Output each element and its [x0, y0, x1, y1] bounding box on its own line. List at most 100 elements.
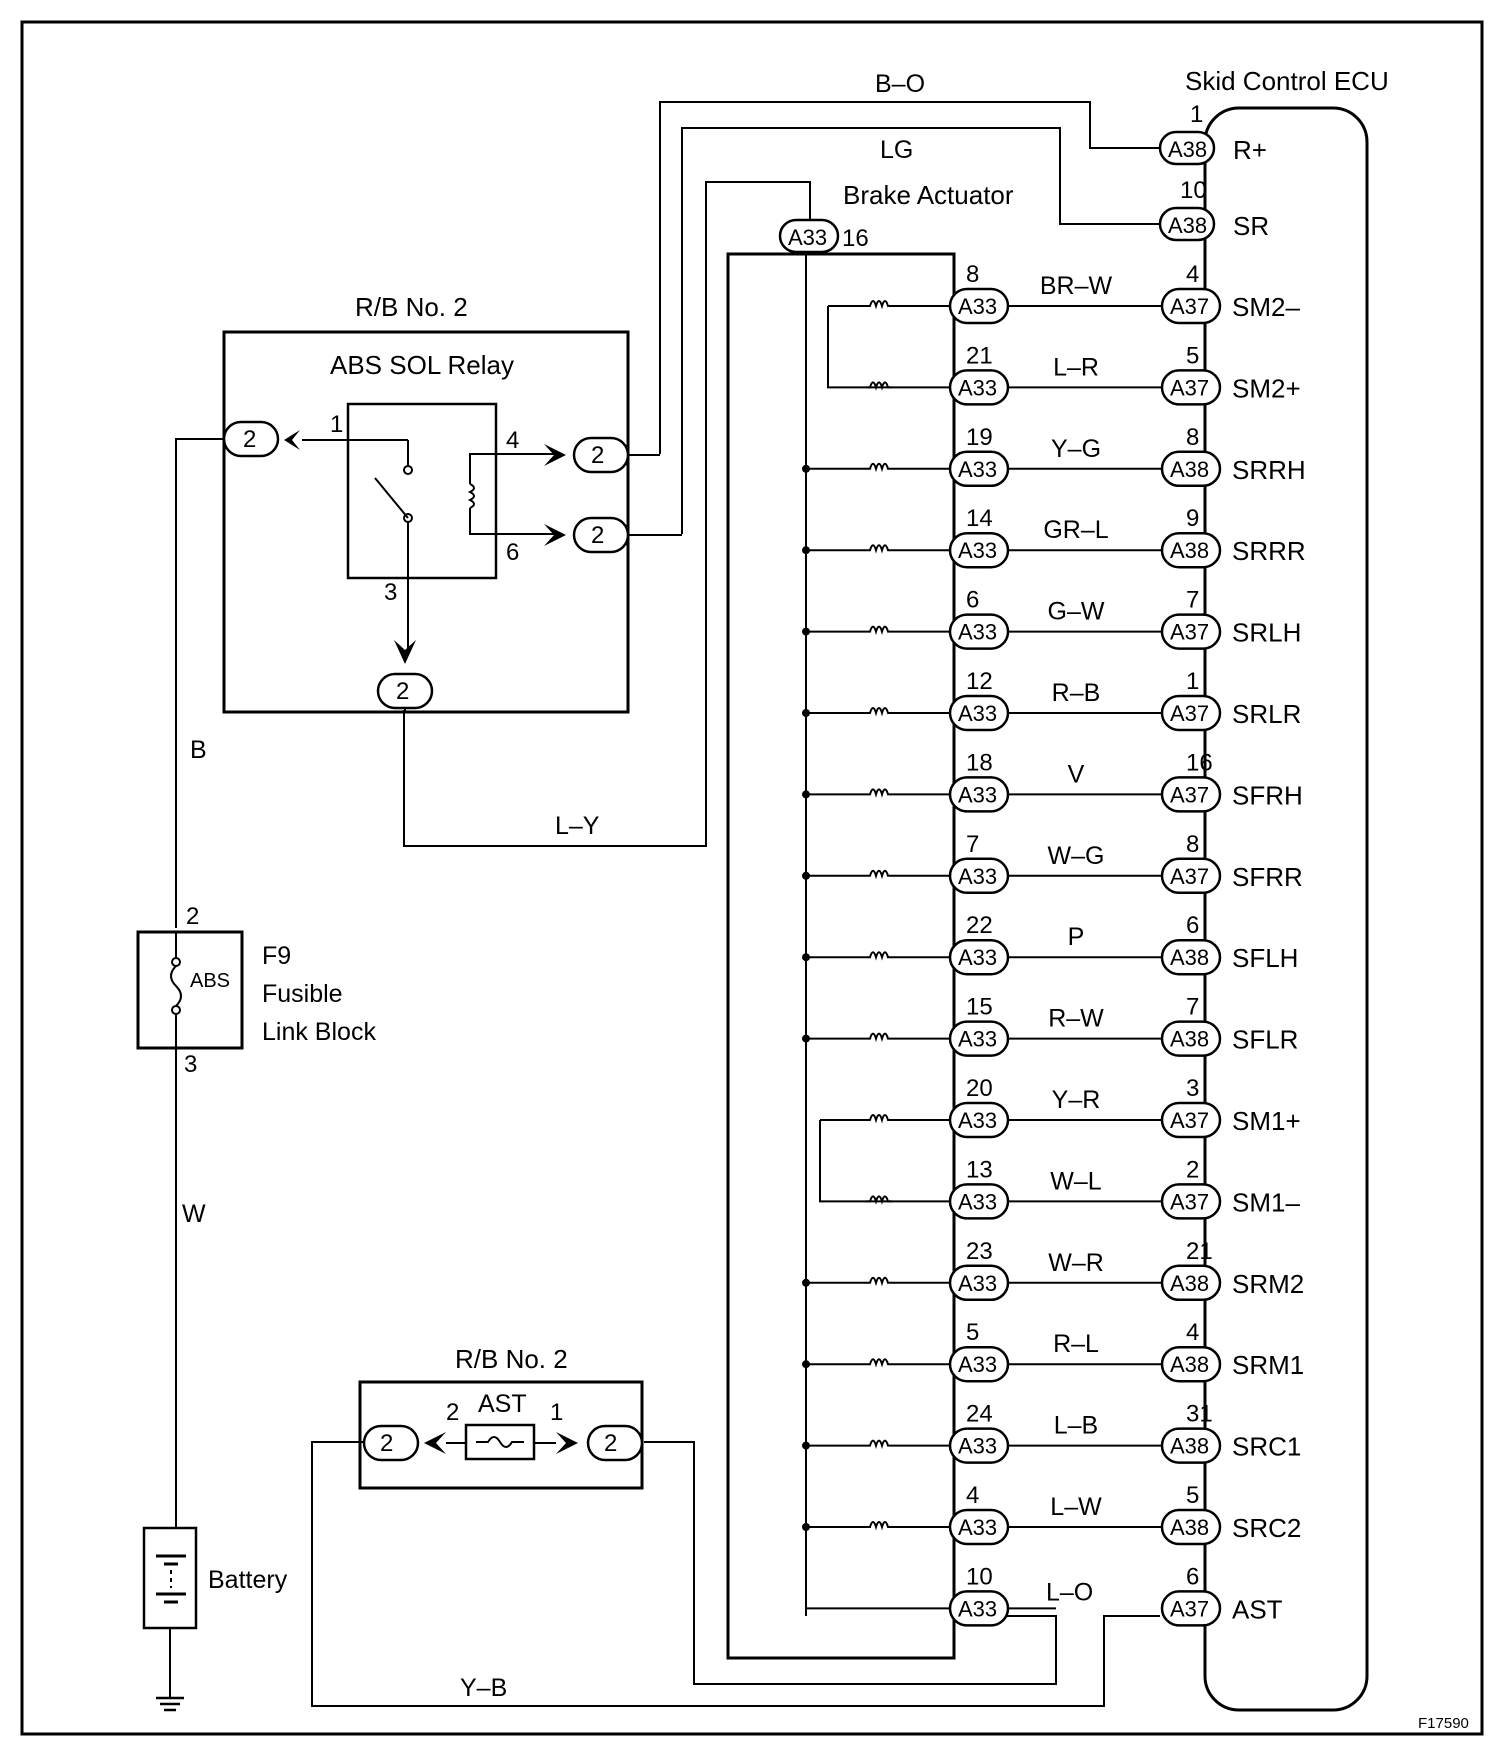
battery-icon [156, 1554, 186, 1604]
svg-text:2: 2 [243, 426, 256, 453]
wire-color-label: R–B [1052, 679, 1101, 707]
wire-y-b [311, 1441, 1160, 1707]
ecu-pin-number: 21 [1186, 1238, 1213, 1265]
ecu-pin-number: 4 [1186, 261, 1199, 288]
svg-text:A38: A38 [1168, 137, 1207, 162]
ecu-connector-label: A38 [1170, 538, 1209, 563]
ecu-signal-name: SM2+ [1232, 373, 1301, 403]
ecu-signal-name: SFLH [1232, 943, 1298, 973]
ecu-signal-name: SFRR [1232, 862, 1303, 892]
ecu-connector [1160, 938, 1222, 976]
wire-color-label: L–B [1054, 1412, 1098, 1440]
solenoid-coil-icon [866, 788, 892, 798]
actuator-pin-number: 5 [966, 1319, 979, 1346]
fusible-link-id: F9 [262, 942, 291, 970]
actuator-connector-label: A33 [958, 620, 997, 645]
junction-dot [802, 464, 810, 473]
ecu-pin-number: 2 [1186, 1156, 1199, 1183]
actuator-pin-number: 14 [966, 505, 993, 532]
ecu-connector-label: A37 [1170, 1108, 1209, 1133]
wire-b [175, 438, 224, 928]
junction-dot [802, 1278, 810, 1287]
svg-text:SR: SR [1233, 211, 1269, 241]
ast-fuse-element [476, 1436, 524, 1448]
actuator-connector-label: A33 [958, 864, 997, 889]
wire-color-label: W–G [1048, 842, 1105, 870]
ecu-connector [1160, 531, 1222, 569]
actuator-pin-number: 12 [966, 668, 993, 695]
svg-text:2: 2 [604, 1430, 617, 1457]
ecu-connector-label: A37 [1170, 620, 1209, 645]
actuator-pin-number: 15 [966, 994, 993, 1021]
solenoid-coil-icon [866, 1439, 892, 1450]
actuator-connector-label: A33 [958, 375, 997, 400]
wire-color-label: BR–W [1040, 272, 1113, 300]
wire-color-label: L–R [1053, 353, 1099, 381]
actuator-pin-number: 4 [966, 1482, 979, 1509]
relay-block-box [222, 330, 630, 714]
ecu-connector-label: A37 [1170, 375, 1209, 400]
relay-switch-icon [302, 439, 413, 650]
solenoid-coil-icon [866, 951, 892, 961]
svg-text:A38: A38 [1168, 213, 1207, 238]
actuator-connector-label: A33 [958, 538, 997, 563]
ast-connector-right: 2 [556, 1424, 644, 1462]
ecu-pin-number: 3 [1186, 1075, 1199, 1102]
ecu-signal-name: SM1+ [1232, 1106, 1301, 1136]
solenoid-coil-icon [866, 1114, 892, 1124]
solenoid-coil-icon [866, 381, 892, 391]
ecu-connector [1160, 1508, 1222, 1546]
ecu-connector [1160, 1101, 1222, 1139]
actuator-pin-number: 19 [966, 424, 993, 451]
ecu-signal-name: SFRH [1232, 780, 1303, 810]
svg-text:2: 2 [591, 442, 604, 469]
relay-pin-3: 3 [384, 579, 397, 606]
relay-pin-4: 4 [506, 427, 519, 454]
ecu-signal-name: SRC2 [1232, 1513, 1301, 1543]
ecu-connector [1160, 1345, 1222, 1383]
wire-color-label: L–O [1046, 1578, 1093, 1606]
figure-id: F17590 [1418, 1715, 1469, 1732]
wire-color-label: Y–R [1052, 1086, 1101, 1114]
ecu-pin-number: 6 [1186, 912, 1199, 939]
fusible-link-line2: Link Block [262, 1018, 376, 1046]
ecu-connector-label: A38 [1170, 1352, 1209, 1377]
ecu-connector [1160, 287, 1222, 325]
actuator-pin-number: 10 [966, 1563, 993, 1590]
battery-label: Battery [208, 1566, 288, 1594]
actuator-pin-number: 23 [966, 1238, 993, 1265]
relay-name: ABS SOL Relay [330, 350, 514, 380]
junction-dot [802, 871, 810, 880]
wire-label-w: W [182, 1200, 206, 1228]
ecu-box [1203, 106, 1369, 1712]
ecu-pin-number: 7 [1186, 994, 1199, 1021]
ecu-connector-label: A38 [1170, 457, 1209, 482]
wire-l-o-return [644, 1441, 1057, 1685]
wire-label-lg: LG [880, 136, 913, 164]
ecu-pin-number: 5 [1186, 342, 1199, 369]
ecu-connector [1160, 1020, 1222, 1057]
solenoid-coil-icon [866, 1358, 892, 1368]
actuator-connector-label: A33 [958, 457, 997, 482]
actuator-connector-label: A33 [958, 1027, 997, 1052]
junction-dot [802, 1360, 810, 1369]
ecu-connector [1160, 450, 1222, 488]
fusible-link-line1: Fusible [262, 980, 343, 1008]
actuator-connector-label: A33 [958, 1596, 997, 1621]
ecu-pin-number: 6 [1186, 1563, 1199, 1590]
brake-actuator-box [726, 252, 956, 1660]
actuator-connector-label: A33 [958, 1189, 997, 1214]
ecu-signal-name: AST [1232, 1594, 1283, 1624]
svg-text:16: 16 [842, 225, 869, 252]
junction-dot [802, 790, 810, 799]
solenoid-coil-icon [866, 1521, 892, 1531]
